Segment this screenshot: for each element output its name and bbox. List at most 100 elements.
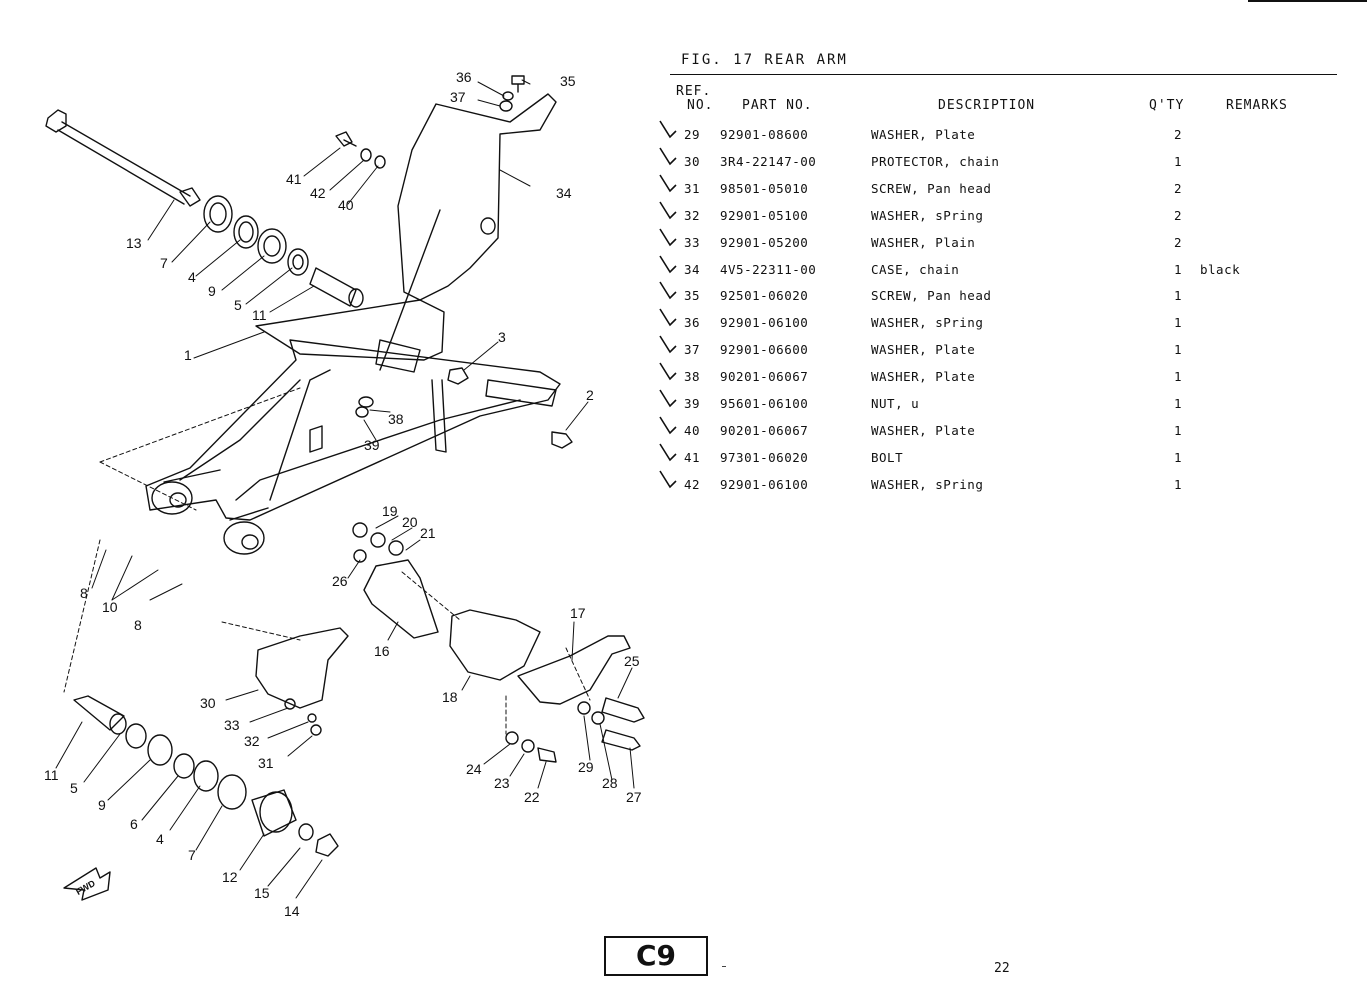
qty-cell: 2 (1174, 234, 1183, 250)
page-number: 22 (994, 961, 1010, 976)
checkmark-icon (659, 201, 677, 219)
checkmark-icon (659, 255, 677, 273)
callout-37: 37 (450, 89, 466, 105)
part-no-cell: 92901-05200 (720, 234, 809, 250)
callout-10: 10 (102, 599, 118, 615)
callout-35: 35 (560, 73, 576, 89)
description-cell: WASHER, Plate (871, 369, 976, 385)
checkmark-icon (659, 416, 677, 435)
callout-leaders (55, 79, 635, 899)
callout-42: 42 (310, 185, 326, 201)
callout-7-lower: 7 (188, 847, 196, 863)
callout-24: 24 (466, 761, 482, 777)
part-no-cell: 92901-06600 (720, 342, 809, 358)
callout-3: 3 (498, 329, 506, 345)
description-cell: CASE, chain (871, 261, 960, 277)
ref-cell: 40 (684, 422, 701, 438)
table-row: 34 4V5-22311-00 CASE, chain 1 black (659, 255, 1350, 284)
description-cell: WASHER, sPring (871, 207, 984, 223)
part-no-cell: 3R4-22147-00 (720, 153, 817, 169)
assembly-guide-lines (63, 387, 591, 735)
top-edge-rule (1248, 0, 1367, 2)
qty-cell: 1 (1174, 153, 1183, 169)
description-cell: SCREW, Pan head (871, 288, 992, 304)
header-no: NO. (687, 98, 714, 113)
checkmark-icon (659, 120, 677, 139)
remarks-cell: black (1200, 261, 1241, 277)
callout-26: 26 (332, 573, 348, 589)
callout-12: 12 (222, 869, 238, 885)
callout-36: 36 (456, 69, 472, 85)
part-no-cell: 90201-06067 (720, 422, 809, 438)
small-hardware (335, 75, 573, 563)
figure-title: FIG. 17 REAR ARM (681, 52, 848, 68)
callout-8-left: 8 (80, 585, 88, 601)
callout-29: 29 (578, 759, 594, 775)
callout-23: 23 (494, 775, 510, 791)
callout-9-upper: 9 (208, 283, 216, 299)
callout-15: 15 (254, 885, 270, 901)
description-cell: WASHER, Plate (871, 342, 976, 358)
dash-mark (722, 966, 726, 967)
callout-25: 25 (624, 653, 640, 669)
description-cell: NUT, u (871, 396, 920, 411)
callout-21: 21 (420, 525, 436, 541)
checkmark-icon (659, 443, 677, 462)
description-cell: WASHER, Plate (871, 127, 976, 142)
part-no-cell: 92901-06100 (720, 315, 809, 331)
ref-cell: 34 (684, 261, 701, 277)
part-no-cell: 92901-08600 (720, 127, 809, 142)
qty-cell: 1 (1174, 315, 1183, 331)
part-no-cell: 98501-05010 (720, 180, 809, 196)
callout-4-lower: 4 (156, 831, 164, 847)
qty-cell: 1 (1174, 342, 1183, 358)
header-ref: REF. (676, 84, 712, 99)
ref-cell: 38 (684, 369, 701, 385)
header-part-no: PART NO. (742, 98, 813, 113)
callout-5-lower: 5 (70, 780, 78, 796)
qty-cell: 1 (1174, 261, 1183, 277)
callout-18: 18 (442, 689, 458, 705)
ref-cell: 32 (684, 207, 701, 223)
checkmark-icon (659, 308, 677, 327)
callout-34: 34 (556, 185, 572, 201)
callout-1: 1 (184, 347, 192, 363)
callout-11-upper: 11 (252, 307, 267, 323)
part-no-cell: 92501-06020 (720, 288, 809, 304)
checkmark-icon (659, 470, 677, 488)
header-remarks: REMARKS (1226, 98, 1288, 113)
ref-cell: 36 (684, 315, 701, 331)
fwd-arrow-icon (63, 867, 111, 901)
qty-cell: 1 (1174, 369, 1183, 385)
description-cell: WASHER, sPring (871, 476, 984, 492)
callout-33: 33 (224, 717, 240, 733)
upper-bushing-stack (203, 195, 364, 308)
qty-cell: 1 (1174, 396, 1183, 411)
callout-13: 13 (126, 235, 142, 251)
part-no-cell: 4V5-22311-00 (720, 261, 817, 277)
ref-cell: 39 (684, 396, 701, 411)
checkmark-icon (659, 228, 677, 246)
callout-11-lower: 11 (44, 767, 59, 783)
callout-27: 27 (626, 789, 642, 805)
callout-28: 28 (602, 775, 618, 791)
checkmark-icon (659, 147, 677, 166)
qty-cell: 2 (1174, 207, 1183, 223)
ref-cell: 35 (684, 288, 701, 304)
callout-4-upper: 4 (188, 269, 196, 285)
description-cell: WASHER, Plain (871, 234, 976, 250)
lower-right-fasteners (505, 697, 645, 763)
qty-cell: 1 (1174, 288, 1183, 304)
callout-17: 17 (570, 605, 586, 621)
description-cell: SCREW, Pan head (871, 180, 992, 196)
chain-case-part (379, 93, 557, 371)
part-no-cell: 97301-06020 (720, 449, 809, 465)
callout-38: 38 (388, 411, 404, 427)
